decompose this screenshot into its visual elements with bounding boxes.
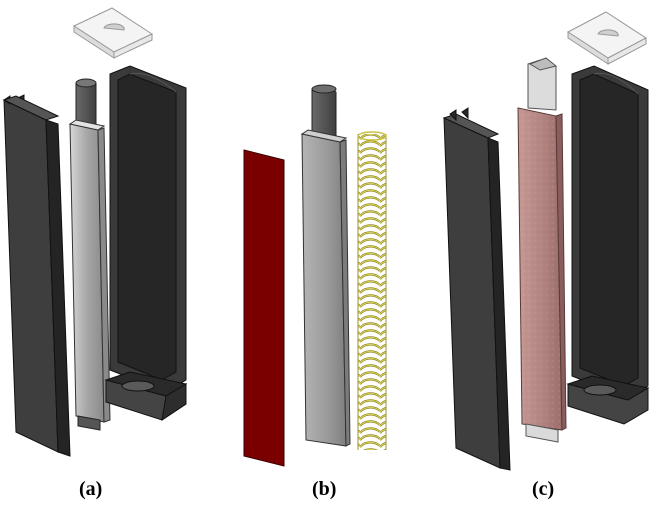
cap-c xyxy=(567,11,647,65)
panel-label-c: (c) xyxy=(532,478,555,500)
cover-plate-a xyxy=(2,94,71,457)
coil-b xyxy=(357,131,387,450)
red-strip-b xyxy=(243,149,285,467)
cover-plate-c xyxy=(442,107,511,471)
rod-a xyxy=(68,78,111,431)
cap-a xyxy=(72,7,154,59)
housing-c xyxy=(566,65,650,425)
panel-b-assembly xyxy=(243,84,387,467)
panel-a-assembly xyxy=(2,7,188,457)
panel-c-assembly xyxy=(442,11,650,471)
housing-a xyxy=(104,65,188,422)
panel-label-a: (a) xyxy=(79,478,103,500)
rod-b xyxy=(300,84,351,447)
coated-rod-c xyxy=(517,57,567,443)
panel-label-b: (b) xyxy=(312,478,337,500)
